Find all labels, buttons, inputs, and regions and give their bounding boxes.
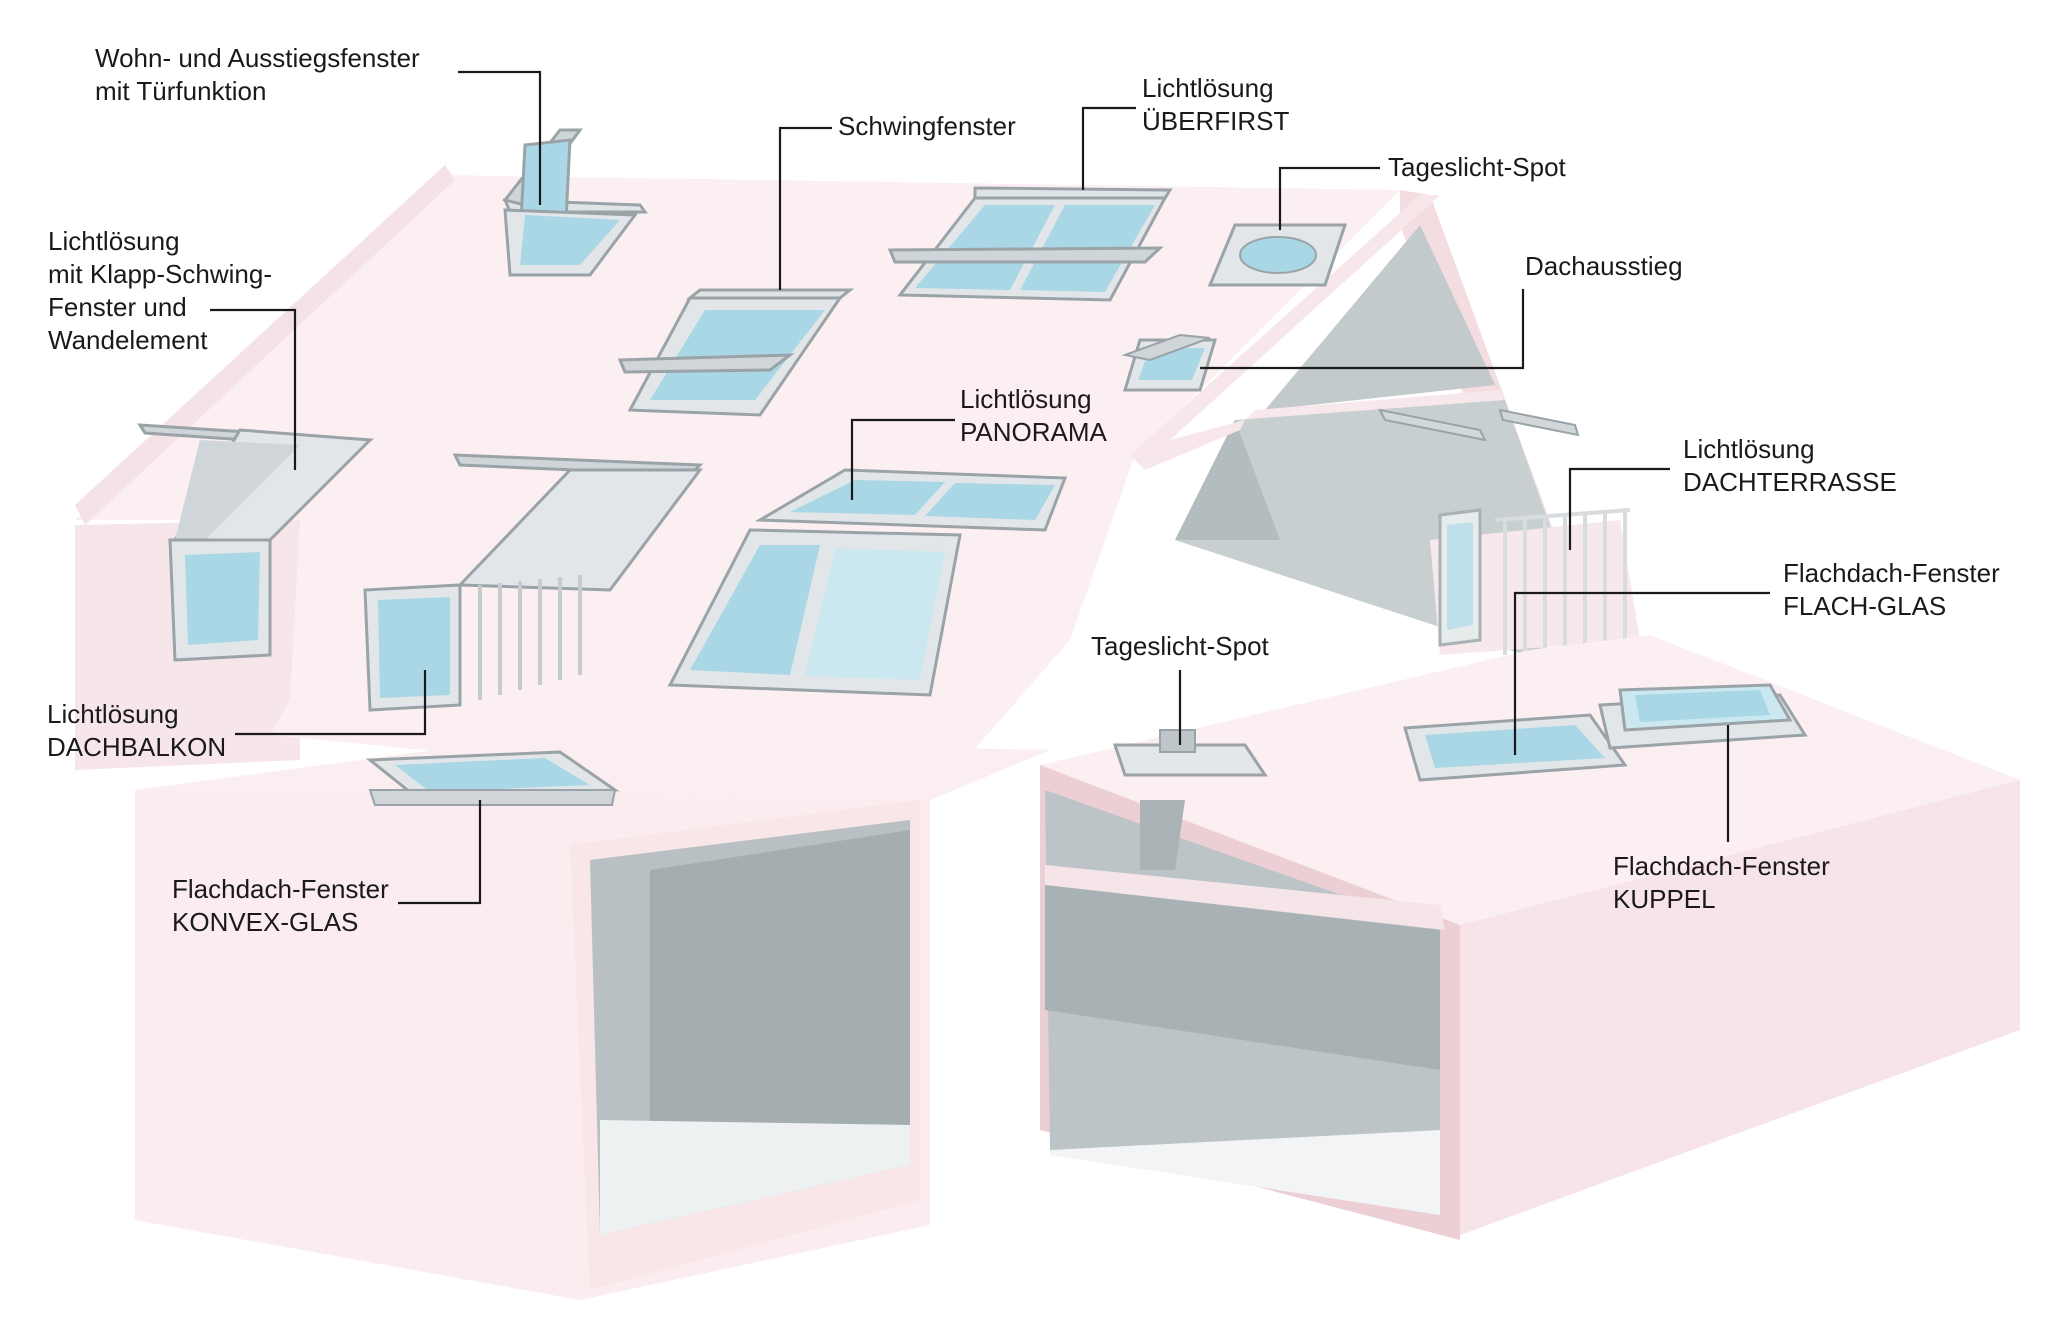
light-tube bbox=[1140, 800, 1185, 870]
leader-dachterrasse bbox=[1568, 467, 1670, 550]
right-box-front bbox=[1460, 780, 2020, 1235]
attic-floor bbox=[1245, 390, 1505, 420]
panorama-window bbox=[667, 468, 1068, 697]
leader-klapp-schwing bbox=[210, 308, 297, 470]
front-left-roof bbox=[135, 740, 1050, 800]
leader-wohn-ausstieg bbox=[458, 70, 542, 205]
leader-dachbalkon bbox=[235, 670, 427, 736]
right-box-cavity-shade bbox=[1045, 885, 1440, 1070]
gable-frame bbox=[1130, 195, 1440, 470]
terrace-railing bbox=[1494, 508, 1631, 655]
front-left-box bbox=[135, 740, 1050, 1300]
leader-konvex-glas bbox=[398, 800, 482, 905]
roof-balcony-window bbox=[363, 453, 704, 712]
label-tageslicht-flat: Tageslicht-Spot bbox=[1091, 631, 1269, 661]
label-dachausstieg: Dachausstieg bbox=[1525, 251, 1683, 281]
convex-flat-window bbox=[365, 750, 620, 806]
leader-panorama bbox=[850, 418, 955, 500]
ridge-window bbox=[887, 186, 1173, 302]
terrace-flap-left bbox=[1378, 408, 1487, 442]
label-schwingfenster: Schwingfenster bbox=[838, 111, 1016, 141]
attic-top bbox=[1265, 225, 1495, 410]
attic-room-shade bbox=[1175, 420, 1280, 540]
right-box-floor bbox=[1050, 1130, 1440, 1215]
pivot-window bbox=[617, 288, 855, 417]
leader-tageslicht-top bbox=[1278, 166, 1380, 230]
leader-flach-glas bbox=[1513, 591, 1770, 755]
leader-dachausstieg bbox=[1200, 289, 1525, 370]
exit-window bbox=[502, 128, 648, 277]
roof-hatch bbox=[1121, 333, 1218, 392]
front-left-cavity-back bbox=[650, 830, 910, 1180]
leader-lines bbox=[210, 70, 1770, 905]
windows bbox=[137, 128, 1808, 806]
fold-pivot-window bbox=[137, 423, 374, 662]
terrace-flap-right bbox=[1498, 408, 1580, 437]
daylight-spot-roof bbox=[1207, 223, 1348, 287]
daylight-spot-flat bbox=[1112, 729, 1268, 777]
leader-schwingfenster bbox=[778, 126, 832, 290]
terrace-wall bbox=[1430, 520, 1640, 655]
dome-window bbox=[1598, 683, 1808, 750]
label-tageslicht-top: Tageslicht-Spot bbox=[1388, 152, 1566, 182]
leader-ueberfirst bbox=[1081, 106, 1136, 190]
front-left-cavity-floor bbox=[600, 1120, 910, 1235]
house-body bbox=[75, 165, 1640, 800]
right-box-shelf bbox=[1045, 865, 1445, 930]
